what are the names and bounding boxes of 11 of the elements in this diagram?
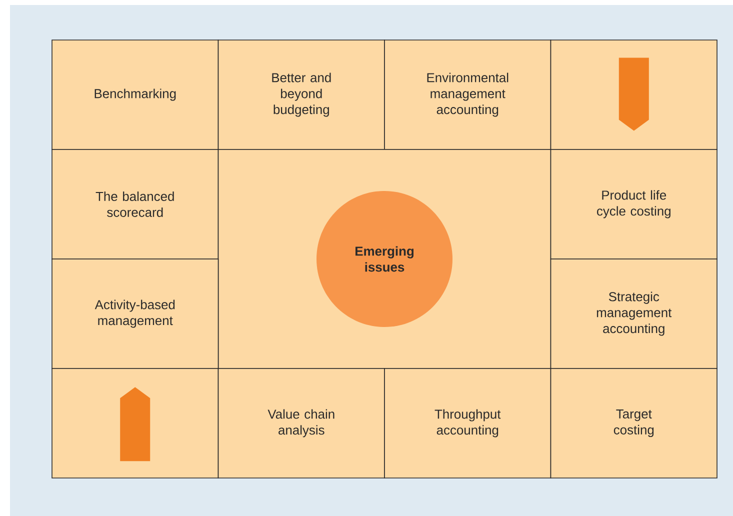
grid-cell: Activity-based management [52, 258, 219, 369]
grid-cell: Target costing [550, 368, 718, 478]
grid-cell: Benchmarking [52, 40, 219, 150]
grid-cell: Environmental management accounting [384, 40, 552, 150]
grid-cell: Strategic management accounting [550, 258, 718, 369]
circle-label: Emerging issues [316, 190, 452, 327]
grid-cell: Throughput accounting [384, 368, 552, 478]
grid-cell: Better and beyond budgeting [218, 40, 385, 150]
grid-cell: Value chain analysis [218, 368, 385, 478]
grid-cell: Product life cycle costing [550, 149, 718, 260]
grid-cell: The balanced scorecard [52, 149, 219, 260]
